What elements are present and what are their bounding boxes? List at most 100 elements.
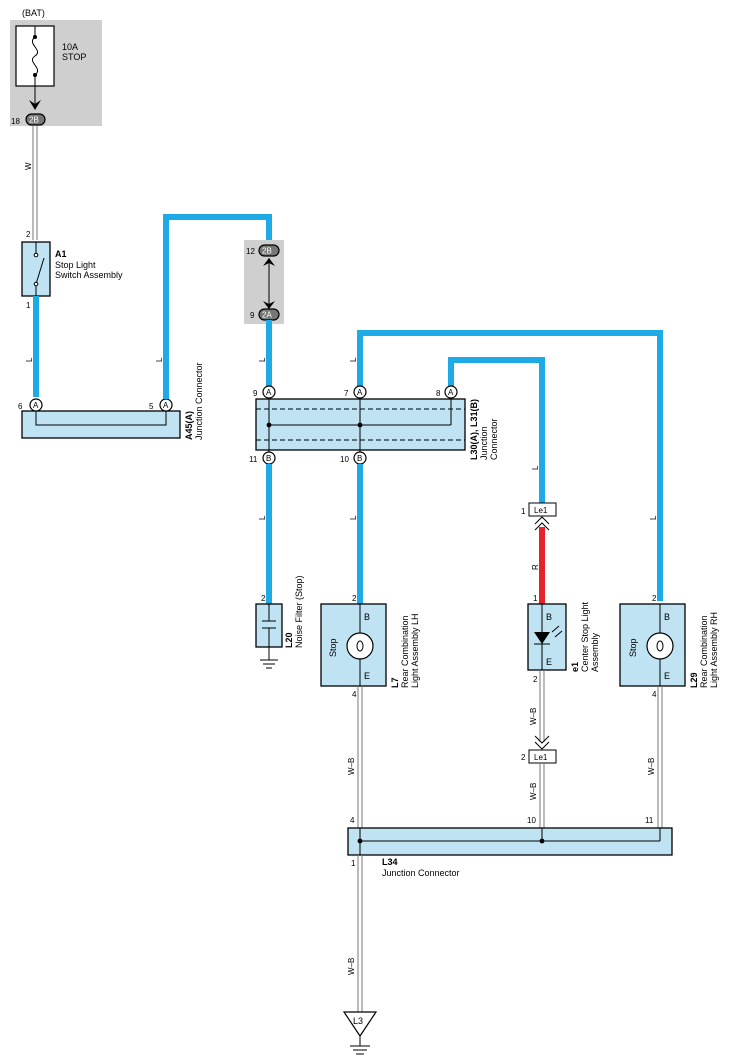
l29-bulb-label: Stop <box>628 638 638 657</box>
l20-name: Noise Filter (Stop) <box>294 575 304 648</box>
a45-conn-right: A <box>163 401 169 410</box>
wire-l-l30-rh[interactable] <box>357 330 663 601</box>
l34-pin-out: 1 <box>351 859 356 868</box>
a1-name-line1: Stop Light <box>55 260 96 270</box>
a1-pin-top: 2 <box>26 230 31 239</box>
l30-conn-a-2: A <box>357 388 363 397</box>
l30-code: L30(A), L31(B) <box>469 399 479 460</box>
wire-l-a45-jb[interactable] <box>163 214 272 399</box>
l7-terminal-e: E <box>364 671 370 681</box>
l7-bulb-label: Stop <box>328 638 338 657</box>
rear-combination-light-rh[interactable] <box>619 603 686 687</box>
l30-conn-a-3: A <box>448 388 454 397</box>
l20-code: L20 <box>284 632 294 648</box>
a45-connector-a-left[interactable] <box>29 398 43 412</box>
l29-terminal-e: E <box>664 671 670 681</box>
l30-pin-b1: 11 <box>249 455 258 464</box>
l30-connector-a-3[interactable] <box>444 385 458 399</box>
a45-pin-left: 6 <box>18 402 23 411</box>
fuse-pin: 18 <box>11 117 20 126</box>
l7-code: L7 <box>390 677 400 688</box>
bulb-icon-rh <box>646 632 674 660</box>
wire-wb-le1-l34[interactable] <box>539 763 545 828</box>
arrow-up-icon <box>263 258 275 266</box>
a1-pin-bottom: 1 <box>26 301 31 310</box>
a45-internal-bus <box>35 409 167 426</box>
l34-pin-3: 11 <box>645 816 654 825</box>
le1-top-connector[interactable] <box>528 502 557 517</box>
jb-conn-bottom: 2A <box>262 311 272 320</box>
l30-pin-a1: 9 <box>253 389 258 398</box>
l34-code: L34 <box>382 857 398 867</box>
l30-conn-b-1: B <box>266 454 271 463</box>
wire-color-wb-4: W–B <box>647 758 656 775</box>
e1-terminal-b: B <box>546 612 552 622</box>
ground-icon-l20 <box>260 659 278 669</box>
wire-w[interactable] <box>32 126 38 240</box>
fuse-icon[interactable] <box>31 36 39 76</box>
e1-pin-top: 1 <box>533 594 538 603</box>
le1-top-pin: 1 <box>521 507 526 516</box>
wire-color-wb-1: W–B <box>347 758 356 775</box>
wire-color-wb-2: W–B <box>529 708 538 725</box>
arrow-down-icon-jb <box>263 301 275 309</box>
l30-pin-b2: 10 <box>340 455 349 464</box>
a45-code: A45(A) <box>184 411 194 440</box>
le1-top-label: Le1 <box>534 506 548 515</box>
l30-connector-a-2[interactable] <box>353 385 367 399</box>
l7-pin-bottom: 4 <box>352 690 357 699</box>
l30-pin-a3: 8 <box>436 389 441 398</box>
wire-color-l-6: L <box>531 465 540 470</box>
capacitor-icon <box>262 604 276 660</box>
l29-terminal-b: B <box>664 612 670 622</box>
wire-wb-l34-ground[interactable] <box>357 855 363 1012</box>
jb-pin-bottom: 9 <box>250 311 255 320</box>
l7-pin-top: 2 <box>352 594 357 603</box>
l29-code: L29 <box>689 672 699 688</box>
l30-pin-a2: 7 <box>344 389 349 398</box>
bulb-filament-rh <box>656 640 664 652</box>
connector-2b-oval[interactable] <box>25 113 46 126</box>
e1-name-line2: Assembly <box>590 632 600 672</box>
bulb-filament-lh <box>356 640 364 652</box>
jb-conn-top: 2B <box>262 247 272 256</box>
l30-conn-a-1: A <box>266 388 272 397</box>
center-stop-light[interactable] <box>527 603 567 671</box>
wire-color-l-7: L <box>258 515 267 520</box>
l30-connector-a-1[interactable] <box>262 385 276 399</box>
l34-pin-1: 4 <box>350 816 355 825</box>
l20-pin: 2 <box>261 594 266 603</box>
led-icon <box>534 632 550 644</box>
connector-2b-jb-oval[interactable] <box>258 244 280 257</box>
l30-splice-1 <box>266 422 272 428</box>
wire-color-r: R <box>531 564 540 570</box>
a1-code: A1 <box>55 249 67 259</box>
e1-pin-bottom: 2 <box>533 675 538 684</box>
jb-pin-top: 12 <box>246 247 255 256</box>
e1-terminal-e: E <box>546 657 552 667</box>
l30-conn-b-2: B <box>357 454 362 463</box>
wire-wb-l7-l34[interactable] <box>357 686 363 828</box>
wire-wb-l29-l34[interactable] <box>657 686 663 828</box>
ground-point-l3[interactable] <box>342 1011 378 1038</box>
wire-l-l30-center[interactable] <box>448 357 545 503</box>
connector-2b-label: 2B <box>29 116 39 125</box>
l29-pin-bottom: 4 <box>652 690 657 699</box>
l7-name-line2: Light Assembly LH <box>410 613 420 688</box>
l7-terminal-b: B <box>364 612 370 622</box>
l30-name-line2: Connector <box>489 418 499 460</box>
wire-color-wb-3: W–B <box>529 783 538 800</box>
a1-name-line2: Switch Assembly <box>55 270 123 280</box>
e1-code: e1 <box>570 662 580 672</box>
l29-pin-top: 2 <box>652 594 657 603</box>
le1-bottom-connector[interactable] <box>528 749 557 764</box>
fuse-terminal-bottom <box>33 73 37 77</box>
a45-name: Junction Connector <box>194 362 204 440</box>
l29-name-line2: Light Assembly RH <box>709 612 719 688</box>
wire-color-l-1: L <box>25 357 34 362</box>
switch-contact-bottom <box>33 281 39 287</box>
wire-wb-e1-le1[interactable] <box>539 670 545 742</box>
wire-color-w: W <box>24 162 33 170</box>
l34-splice-1 <box>357 838 363 844</box>
